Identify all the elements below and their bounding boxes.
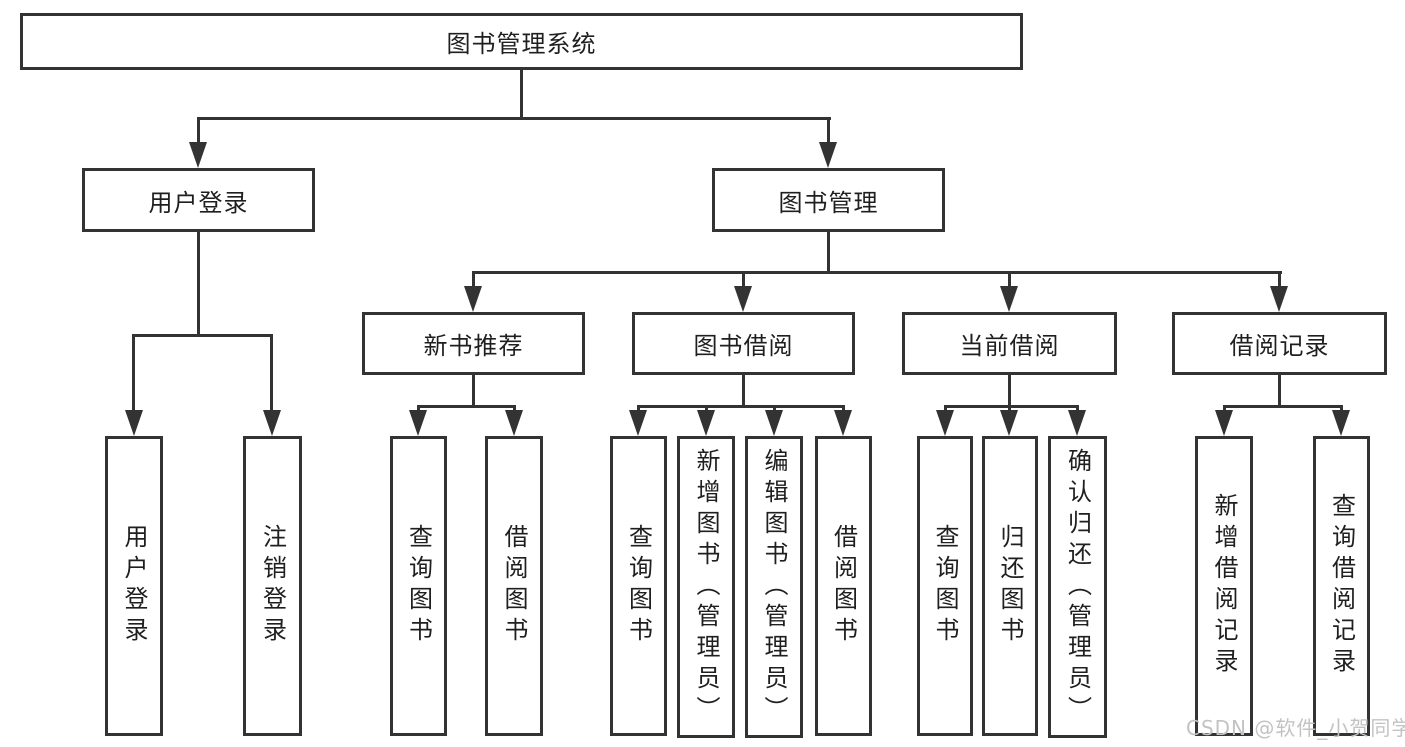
- connector-recommend-stem: [472, 373, 475, 408]
- node-new-book-recommend: 新书推荐: [362, 312, 585, 375]
- node-label: 图书管理系统: [446, 30, 597, 58]
- connector-recommend-rail: [417, 405, 516, 408]
- leaf-records-add-record: 新增借阅记录: [1195, 436, 1253, 736]
- connector-records-rail: [1223, 405, 1343, 408]
- node-label: 查询图书: [931, 524, 959, 648]
- arrow-down-icon: [834, 410, 852, 436]
- connector-mgmt-stem: [827, 230, 830, 274]
- connector-records-stem: [1278, 373, 1281, 408]
- node-label: 用户登录: [120, 524, 148, 648]
- leaf-recommend-query-books: 查询图书: [390, 436, 447, 736]
- arrow-down-icon: [1000, 286, 1018, 312]
- arrow-down-icon: [1270, 286, 1288, 312]
- node-label: 查询借阅记录: [1327, 493, 1356, 679]
- connector-current-rail: [944, 405, 1078, 408]
- node-label: 新增图书（管理员）: [692, 447, 720, 727]
- node-label: 归还图书: [996, 524, 1024, 648]
- node-label: 用户登录: [148, 188, 249, 217]
- leaf-borrow-edit-books-admin: 编辑图书（管理员）: [745, 436, 803, 738]
- arrow-down-icon: [1068, 410, 1086, 436]
- connector-mgmt-drop-1: [472, 271, 475, 291]
- node-label: 查询图书: [624, 524, 653, 648]
- arrow-down-icon: [629, 410, 647, 436]
- node-label: 注销登录: [258, 524, 287, 648]
- connector-mgmt-drop-2: [742, 271, 745, 291]
- connector-mgmt-rail: [472, 271, 1282, 274]
- node-current-borrow: 当前借阅: [902, 312, 1117, 375]
- arrow-down-icon: [734, 286, 752, 312]
- connector-login-drop-1: [132, 334, 135, 414]
- node-label: 图书借阅: [693, 332, 794, 360]
- arrow-down-icon: [697, 410, 715, 436]
- node-label: 当前借阅: [959, 332, 1060, 360]
- connector-borrow-stem: [742, 373, 745, 408]
- node-root-system: 图书管理系统: [20, 13, 1023, 70]
- arrow-down-icon: [1215, 410, 1233, 436]
- leaf-records-query-record: 查询借阅记录: [1313, 436, 1370, 736]
- arrow-down-icon: [409, 410, 427, 436]
- node-borrow-records: 借阅记录: [1172, 312, 1387, 375]
- arrow-down-icon: [936, 410, 954, 436]
- connector-mgmt-drop-3: [1008, 271, 1011, 291]
- connector-login-drop-2: [270, 334, 273, 414]
- connector-root-stem: [520, 68, 523, 119]
- connector-root-rail: [197, 117, 831, 120]
- leaf-logout: 注销登录: [243, 436, 302, 736]
- arrow-down-icon: [464, 286, 482, 312]
- arrow-down-icon: [125, 410, 143, 436]
- connector-borrow-rail: [637, 405, 844, 408]
- node-book-management: 图书管理: [712, 168, 945, 232]
- connector-current-stem: [1008, 373, 1011, 408]
- connector-root-drop-left: [197, 117, 200, 147]
- arrow-down-icon: [505, 410, 523, 436]
- node-label: 借阅图书: [500, 524, 528, 648]
- node-label: 查询图书: [404, 524, 433, 648]
- connector-login-rail: [132, 334, 273, 337]
- arrow-down-icon: [1000, 410, 1018, 436]
- node-label: 编辑图书（管理员）: [760, 447, 788, 727]
- connector-login-stem: [197, 230, 200, 337]
- leaf-current-return-books: 归还图书: [982, 436, 1038, 736]
- leaf-current-query-books: 查询图书: [917, 436, 973, 736]
- node-label: 确认归还（管理员）: [1063, 447, 1092, 727]
- node-book-borrow: 图书借阅: [632, 312, 855, 375]
- leaf-borrow-query-books: 查询图书: [610, 436, 667, 736]
- arrow-down-icon: [189, 142, 207, 168]
- connector-root-drop-right: [827, 117, 830, 147]
- node-label: 借阅图书: [829, 524, 858, 648]
- node-label: 图书管理: [778, 188, 879, 217]
- leaf-current-confirm-return-admin: 确认归还（管理员）: [1048, 436, 1107, 738]
- node-label: 借阅记录: [1229, 332, 1330, 360]
- connector-mgmt-drop-4: [1278, 271, 1281, 291]
- arrow-down-icon: [263, 410, 281, 436]
- node-label: 新书推荐: [423, 332, 524, 360]
- leaf-user-login: 用户登录: [105, 436, 163, 736]
- node-user-login: 用户登录: [82, 168, 315, 232]
- csdn-watermark: CSDN @软件_小贺同学: [1186, 716, 1405, 740]
- leaf-borrow-borrow-books: 借阅图书: [815, 436, 872, 736]
- node-label: 新增借阅记录: [1210, 493, 1238, 679]
- arrow-down-icon: [765, 410, 783, 436]
- arrow-down-icon: [1332, 410, 1350, 436]
- arrow-down-icon: [819, 142, 837, 168]
- leaf-recommend-borrow-books: 借阅图书: [485, 436, 543, 736]
- leaf-borrow-add-books-admin: 新增图书（管理员）: [677, 436, 735, 738]
